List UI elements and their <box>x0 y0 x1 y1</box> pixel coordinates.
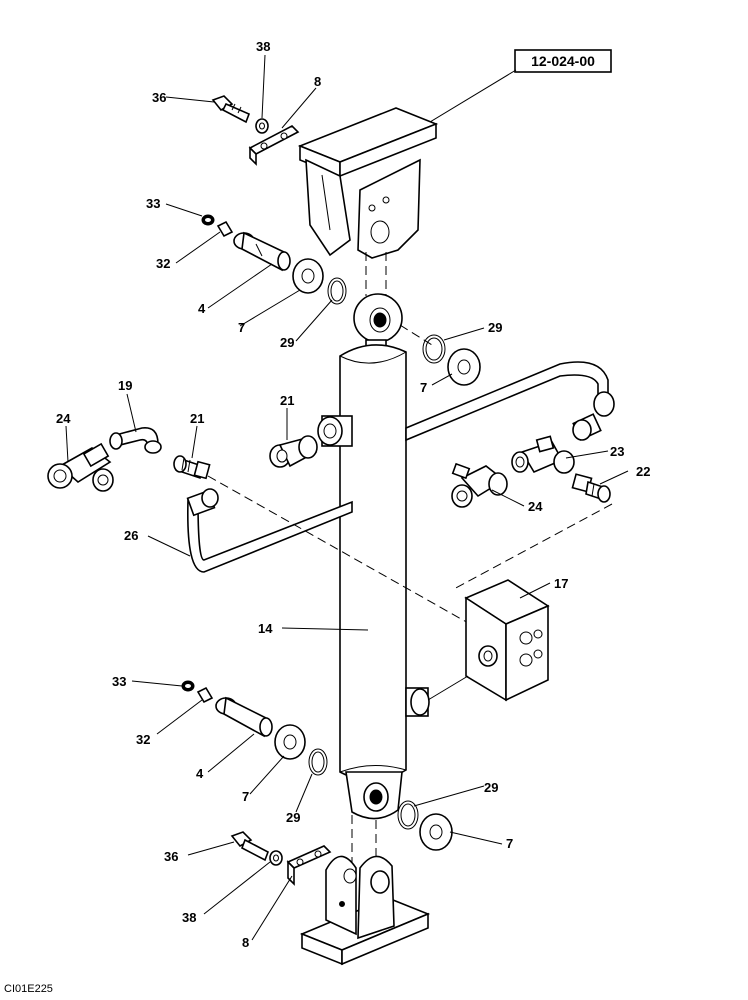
reference-label: 12-024-00 <box>531 53 595 69</box>
bottom-mounting-bracket <box>299 855 431 966</box>
callout-7-top: 7 <box>238 320 245 335</box>
callout-23: 23 <box>610 444 624 459</box>
callout-38-bottom: 38 <box>182 910 196 925</box>
top-washer-7 <box>292 258 324 294</box>
reference-leader <box>419 69 517 129</box>
callout-26: 26 <box>124 528 138 543</box>
callout-8-top: 8 <box>314 74 321 89</box>
top-pin-4 <box>233 231 291 272</box>
bottom-pin-4 <box>215 696 273 738</box>
figure-caption: CI01E225 <box>4 983 53 995</box>
cylinder-bottom-eye <box>345 771 403 820</box>
tee-fitting-23 <box>511 435 575 474</box>
bottom-bolt-36 <box>230 831 269 862</box>
callout-36-bottom: 36 <box>164 849 178 864</box>
callout-17: 17 <box>554 576 568 591</box>
top-grease-cap-33 <box>201 214 215 226</box>
callout-32-top: 32 <box>156 256 170 271</box>
callout-36-top: 36 <box>152 90 166 105</box>
callout-7-top-right: 7 <box>420 380 427 395</box>
right-washer-7-top <box>447 348 481 386</box>
callout-29-bottom-right: 29 <box>484 780 498 795</box>
adapter-fitting-22 <box>571 473 611 503</box>
top-mounting-bracket <box>297 107 439 259</box>
tee-fitting-24-left <box>47 442 114 492</box>
reference-box[interactable]: 12-024-00 <box>514 49 612 73</box>
callout-8-bottom: 8 <box>242 935 249 950</box>
hydraulic-pipe-26 <box>186 488 353 573</box>
callout-4-top: 4 <box>198 301 206 316</box>
bottom-right-washer-7 <box>419 813 453 851</box>
callout-21-right: 21 <box>280 393 294 408</box>
callout-7-bottom: 7 <box>242 789 249 804</box>
adapter-fitting-21 <box>173 455 211 480</box>
top-washer-38 <box>255 118 269 134</box>
bottom-washer-38 <box>269 850 283 866</box>
callout-33-top: 33 <box>146 196 160 211</box>
right-oring-29-top <box>422 334 446 364</box>
callout-19: 19 <box>118 378 132 393</box>
manifold-block-17 <box>464 579 550 702</box>
leader-lines <box>65 54 629 941</box>
tee-fitting-24-right <box>451 462 508 508</box>
callout-14: 14 <box>258 621 273 636</box>
callout-21-left: 21 <box>190 411 204 426</box>
callout-29-bottom-left: 29 <box>286 810 300 825</box>
hydraulic-pipe-upper <box>405 361 615 442</box>
bottom-grease-cap-33 <box>181 680 195 692</box>
bottom-oring-29 <box>308 748 328 776</box>
bottom-washer-7 <box>274 724 306 760</box>
callout-7-bottom-right: 7 <box>506 836 513 851</box>
callout-labels: 36 38 8 33 32 4 7 29 29 7 19 24 21 21 23… <box>56 39 650 950</box>
callout-29-top-right: 29 <box>488 320 502 335</box>
callout-32-bottom: 32 <box>136 732 150 747</box>
callout-38-top: 38 <box>256 39 270 54</box>
top-bolt-36 <box>211 95 251 124</box>
callout-24-left: 24 <box>56 411 71 426</box>
callout-24-right: 24 <box>528 499 543 514</box>
cylinder-barrel-14 <box>317 344 430 782</box>
top-grease-nipple-32 <box>216 220 234 238</box>
top-oring-29 <box>327 277 347 305</box>
bottom-plate-8 <box>286 845 332 886</box>
callout-4-bottom: 4 <box>196 766 204 781</box>
callout-29-top-left: 29 <box>280 335 294 350</box>
rod-eye-top <box>353 293 403 355</box>
bottom-right-oring-29 <box>397 800 419 830</box>
top-plate-8 <box>248 125 300 166</box>
adapter-fitting-21-right <box>269 435 318 468</box>
callout-22: 22 <box>636 464 650 479</box>
callout-33-bottom: 33 <box>112 674 126 689</box>
elbow-fitting-19 <box>109 427 162 454</box>
bottom-grease-nipple-32 <box>196 686 214 704</box>
